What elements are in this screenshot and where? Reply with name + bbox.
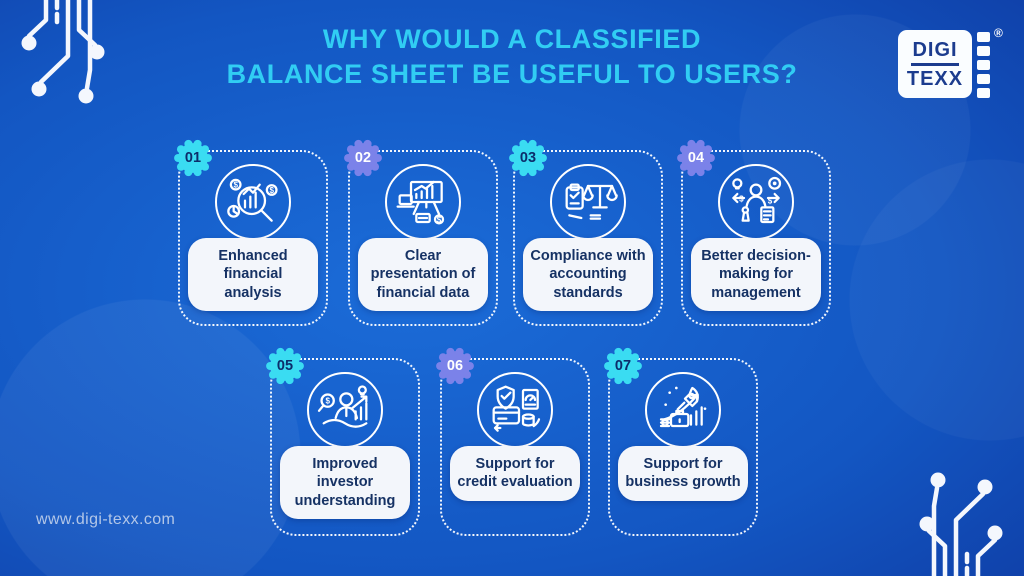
badge-number: 07 <box>614 358 632 374</box>
badge-number: 05 <box>276 358 294 374</box>
card-label: Clear presentation of financial data <box>358 238 488 311</box>
svg-text:$: $ <box>768 196 773 205</box>
card-number-badge: 07 <box>602 345 644 387</box>
card-better-decision-making: 04 $$ Better decision-making for managem… <box>677 139 831 326</box>
registered-mark: ® <box>994 26 1003 40</box>
filmstrip-icon <box>977 32 990 98</box>
decision-person-arrows-icon: $$ <box>718 164 794 240</box>
svg-text:$: $ <box>739 194 744 203</box>
scalloped-seal-icon <box>509 139 547 177</box>
badge-number: 01 <box>184 150 202 166</box>
logo-box: DIGI TEXX <box>898 30 972 98</box>
magnifier-bar-chart-icon: $ $ <box>215 164 291 240</box>
svg-text:$: $ <box>269 186 274 195</box>
card-credit-evaluation: 06 Support for credit evaluation <box>436 347 590 536</box>
rocket-briefcase-icon <box>645 372 721 448</box>
card-number-badge: 01 <box>172 137 214 179</box>
circuit-decoration-icon <box>21 0 105 104</box>
scalloped-seal-icon <box>436 347 474 385</box>
card-label: Support for credit evaluation <box>450 446 580 501</box>
badge-number: 02 <box>354 150 372 166</box>
logo-divider <box>911 62 959 66</box>
badge-number: 04 <box>687 150 705 166</box>
card-investor-understanding: 05 $ Improved investor understanding <box>266 347 420 536</box>
badge-number: 03 <box>519 150 537 166</box>
logo-word-digi: DIGI <box>912 38 958 61</box>
card-compliance-standards: 03 Compliance with accounting standards <box>509 139 663 326</box>
card-clear-presentation: 02 $ Clear presentation of financial dat… <box>344 139 498 326</box>
card-number-badge: 05 <box>264 345 306 387</box>
page-title-line1: WHY WOULD A CLASSIFIED <box>322 24 702 54</box>
scalloped-seal-icon <box>174 139 212 177</box>
card-label: Compliance with accounting standards <box>523 238 653 311</box>
card-label: Improved investor understanding <box>280 446 410 519</box>
card-label: Better decision-making for management <box>691 238 821 311</box>
svg-text:$: $ <box>325 397 330 406</box>
card-label: Support for business growth <box>618 446 748 501</box>
card-number-badge: 02 <box>342 137 384 179</box>
investor-growth-icon: $ <box>307 372 383 448</box>
page-title-line2: BALANCE SHEET BE USEFUL TO USERS? <box>226 59 798 89</box>
scalloped-seal-icon <box>677 139 715 177</box>
scales-clipboard-icon <box>550 164 626 240</box>
card-number-badge: 04 <box>675 137 717 179</box>
scalloped-seal-icon <box>604 347 642 385</box>
card-label: Enhanced financial analysis <box>188 238 318 311</box>
logo-word-texx: TEXX <box>906 67 964 90</box>
circuit-decoration-icon <box>919 472 1003 576</box>
card-number-badge: 03 <box>507 137 549 179</box>
page-title: WHY WOULD A CLASSIFIED BALANCE SHEET BE … <box>0 22 1024 92</box>
badge-number: 06 <box>446 358 464 374</box>
svg-text:$: $ <box>437 215 442 224</box>
scalloped-seal-icon <box>266 347 304 385</box>
card-number-badge: 06 <box>434 345 476 387</box>
shield-credit-card-icon <box>477 372 553 448</box>
presentation-chart-icon: $ <box>385 164 461 240</box>
card-business-growth: 07 Support for business growth <box>604 347 758 536</box>
website-url: www.digi-texx.com <box>36 511 176 528</box>
svg-text:$: $ <box>233 181 238 190</box>
digitexx-logo: DIGI TEXX ® <box>898 26 1010 106</box>
scalloped-seal-icon <box>344 139 382 177</box>
card-enhanced-financial-analysis: 01 $ $ Enhanced financial analysis <box>174 139 328 326</box>
